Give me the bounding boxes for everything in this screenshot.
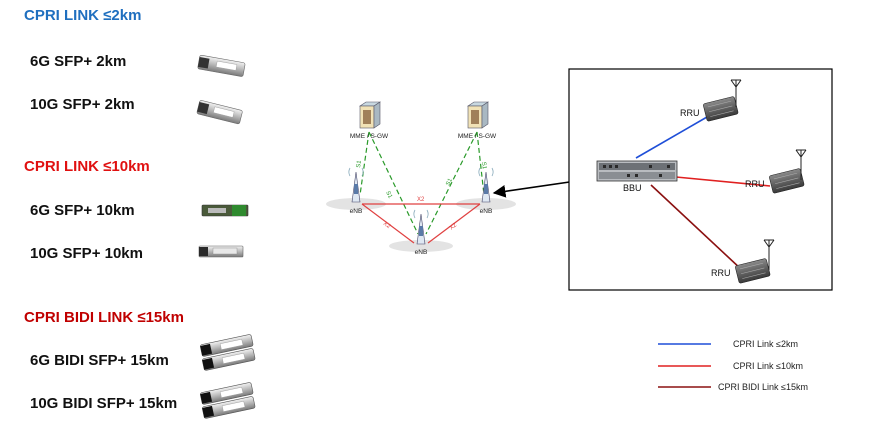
mme-sgw-server-icon-left xyxy=(359,101,381,129)
rru-label-top: RRU xyxy=(680,108,700,118)
s1-link-1 xyxy=(359,131,370,196)
rru-unit-icon-middle xyxy=(769,168,805,194)
module-label-6g-2km: 6G SFP+ 2km xyxy=(30,53,127,70)
x2-link-3 xyxy=(427,203,481,244)
s1-link-2 xyxy=(368,131,419,235)
sfp-module-6g-10km-image xyxy=(201,204,249,217)
module-label-6g-10km: 6G SFP+ 10km xyxy=(30,202,135,219)
enb-shadow-left xyxy=(326,198,386,210)
s1-label-3: S1 xyxy=(445,177,454,187)
enb-label-left: eNB xyxy=(350,208,363,215)
mme-sgw-server-icon-right xyxy=(467,101,489,129)
cpri-link-10km xyxy=(675,176,771,187)
s1-label-4: S1 xyxy=(480,161,487,170)
x2-label-1: X2 xyxy=(417,197,425,203)
cpri-link-2km xyxy=(635,116,708,159)
mme-sgw-label-left: MME / S-GW xyxy=(350,133,389,140)
module-label-10g-2km: 10G SFP+ 2km xyxy=(30,96,135,113)
rru-unit-icon-top xyxy=(703,96,739,122)
enb-label-bottom: eNB xyxy=(415,249,428,256)
rru-label-bottom: RRU xyxy=(711,268,731,278)
enb-tower-icon-left xyxy=(348,167,364,203)
bidi-sfp-module-10g-15km-image xyxy=(200,382,256,419)
x2-links xyxy=(361,203,481,244)
sfp-module-10g-10km-image xyxy=(198,245,244,258)
module-label-10g-bidi-15km: 10G BIDI SFP+ 15km xyxy=(30,395,178,412)
antenna-icon-bottom xyxy=(763,239,775,270)
s1-label-1: S1 xyxy=(356,160,363,169)
mme-sgw-label-right: MME / S-GW xyxy=(458,133,497,140)
s1-label-2: S1 xyxy=(384,190,393,200)
enb-tower-icon-right xyxy=(478,167,494,203)
section-heading-15km: CPRI BIDI LINK ≤15km xyxy=(24,309,184,326)
s1-link-3 xyxy=(425,131,478,235)
antenna-icon-top xyxy=(730,79,742,107)
s1-links xyxy=(359,131,485,235)
enb-label-right: eNB xyxy=(480,208,493,215)
sfp-module-10g-2km-image xyxy=(196,100,243,125)
module-label-6g-bidi-15km: 6G BIDI SFP+ 15km xyxy=(30,352,169,369)
legend-label-15km: CPRI BIDI Link ≤15km xyxy=(718,382,808,392)
rru-label-middle: RRU xyxy=(745,179,765,189)
section-heading-2km: CPRI LINK ≤2km xyxy=(24,7,142,24)
section-heading-10km: CPRI LINK ≤10km xyxy=(24,158,150,175)
x2-label-3: X2 xyxy=(449,222,459,232)
s1-link-4 xyxy=(476,131,485,196)
x2-label-2: X2 xyxy=(382,221,392,231)
antenna-icon-middle xyxy=(795,149,807,180)
cpri-bidi-link-15km xyxy=(650,184,743,271)
rru-unit-icon-bottom xyxy=(735,258,771,284)
legend-label-2km: CPRI Link ≤2km xyxy=(733,339,798,349)
enb-shadow-right xyxy=(456,198,516,210)
enb-tower-icon-bottom xyxy=(413,209,429,245)
x2-link-2 xyxy=(361,203,415,244)
bbu-unit-icon xyxy=(596,160,678,182)
enb-shadow-bottom xyxy=(389,240,453,252)
sfp-module-6g-2km-image xyxy=(197,55,246,77)
bidi-sfp-module-6g-15km-image xyxy=(200,334,256,371)
bbu-label: BBU xyxy=(623,183,642,193)
module-label-10g-10km: 10G SFP+ 10km xyxy=(30,245,143,262)
legend-label-10km: CPRI Link ≤10km xyxy=(733,361,803,371)
